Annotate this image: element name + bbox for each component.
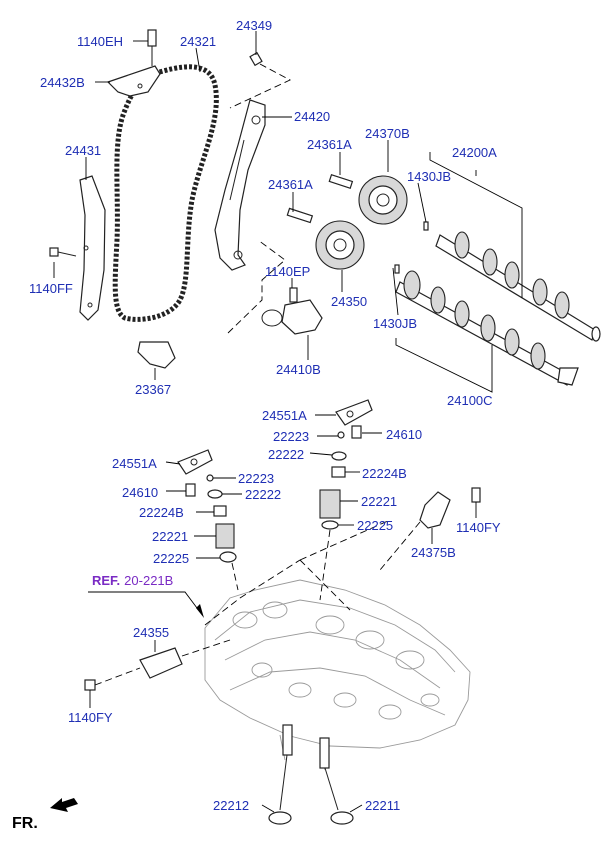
bolt-1140FF xyxy=(49,247,59,257)
label-22222-left: 22222 xyxy=(245,487,281,502)
label-24361A-mid: 24361A xyxy=(268,177,313,192)
label-24410B: 24410B xyxy=(276,362,321,377)
bolt-24349 xyxy=(249,51,263,67)
valve-spring-left xyxy=(215,523,235,549)
label-1140FF: 1140FF xyxy=(29,281,73,296)
label-1140EP: 1140EP xyxy=(265,264,310,279)
label-24200A: 24200A xyxy=(452,145,497,160)
label-22225-right: 22225 xyxy=(357,518,393,533)
rocker-arm-left xyxy=(177,449,213,475)
label-22225-left: 22225 xyxy=(153,551,189,566)
reference-number: 20-221B xyxy=(124,573,173,588)
timing-chain xyxy=(112,64,219,322)
bracket-23367 xyxy=(137,341,176,369)
part-22224B-right xyxy=(331,466,346,478)
part-22223-right xyxy=(337,431,345,439)
cylinder-head-outline xyxy=(204,519,471,771)
chain-guide xyxy=(79,175,106,321)
bolt-1140FY-right xyxy=(471,487,481,503)
label-1140FY-right: 1140FY xyxy=(456,520,501,535)
spring-seat-right xyxy=(321,520,339,530)
label-1430JB-top: 1430JB xyxy=(407,169,451,184)
leader-lines xyxy=(53,31,477,813)
bolt-24361A-top xyxy=(328,173,354,189)
label-22221-left: 22221 xyxy=(152,529,188,544)
label-24361A-top: 24361A xyxy=(307,137,352,152)
label-24349: 24349 xyxy=(236,18,272,33)
valve-22212 xyxy=(268,724,293,825)
valve-spring-right xyxy=(319,489,341,519)
label-24431: 24431 xyxy=(65,143,101,158)
label-22221-right: 22221 xyxy=(361,494,397,509)
intake-cam-sprocket xyxy=(358,175,408,225)
oil-control-valve-right xyxy=(419,487,481,529)
pin-1430JB-top xyxy=(423,221,429,231)
label-22212: 22212 xyxy=(213,798,249,813)
upper-chain-guide xyxy=(106,65,161,97)
bolt-1140FY-left xyxy=(84,679,96,691)
label-22211: 22211 xyxy=(365,798,400,813)
label-24551A-right: 24551A xyxy=(262,408,307,423)
label-22224B-right: 22224B xyxy=(362,466,407,481)
rocker-arm-right xyxy=(335,399,373,426)
front-arrow-icon xyxy=(50,798,78,812)
label-22222-right: 22222 xyxy=(268,447,304,462)
label-1140EH: 1140EH xyxy=(77,34,123,49)
tensioner-arm xyxy=(214,99,266,271)
label-24432B: 24432B xyxy=(40,75,85,90)
part-22222-right xyxy=(331,451,347,461)
pin-1430JB-bot xyxy=(394,264,400,274)
reference-arrow-icon xyxy=(196,604,204,618)
front-direction-label: FR. xyxy=(12,815,38,832)
intake-camshaft xyxy=(435,231,601,342)
label-24355: 24355 xyxy=(133,625,169,640)
reference-prefix: REF. xyxy=(92,573,120,588)
label-24100C: 24100C xyxy=(447,393,493,408)
label-1430JB-bot: 1430JB xyxy=(373,316,417,331)
chain-tensioner xyxy=(261,287,323,335)
label-24375B: 24375B xyxy=(411,545,456,560)
bolt-24361A-mid xyxy=(286,207,314,224)
label-22224B-left: 22224B xyxy=(139,505,184,520)
part-22222-left xyxy=(207,489,223,499)
part-22223-left xyxy=(206,474,214,482)
spring-seat-left xyxy=(219,551,237,563)
label-24370B: 24370B xyxy=(365,126,410,141)
exhaust-camshaft xyxy=(395,270,579,386)
label-24350: 24350 xyxy=(331,294,367,309)
label-22223-left: 22223 xyxy=(238,471,274,486)
label-23367: 23367 xyxy=(135,382,171,397)
label-24321: 24321 xyxy=(180,34,216,49)
bolt-1140EP xyxy=(289,287,298,303)
lash-adjuster-left xyxy=(185,483,196,497)
label-24420: 24420 xyxy=(294,109,330,124)
lash-adjuster-right xyxy=(351,425,362,439)
label-24551A-left: 24551A xyxy=(112,456,157,471)
reference-label: REF. 20-221B xyxy=(92,572,173,589)
label-22223-right: 22223 xyxy=(273,429,309,444)
bolt-1140EH xyxy=(147,29,157,47)
valve-22211 xyxy=(319,737,354,825)
part-22224B-left xyxy=(213,505,227,517)
label-1140FY-left: 1140FY xyxy=(68,710,113,725)
label-24610-left: 24610 xyxy=(122,485,158,500)
exhaust-cam-sprocket xyxy=(315,220,365,270)
label-24610-right: 24610 xyxy=(386,427,422,442)
